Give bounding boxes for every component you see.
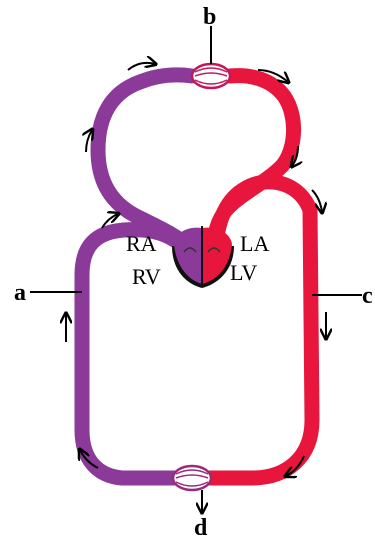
label-left-ventricle: LV bbox=[230, 262, 257, 284]
vena-cava-vessel bbox=[82, 230, 180, 478]
label-right-atrium: RA bbox=[126, 233, 157, 255]
body-capillary-bed bbox=[173, 466, 211, 490]
pulmonary-artery-vessel bbox=[98, 75, 192, 248]
label-left-atrium: LA bbox=[240, 233, 269, 255]
label-d: d bbox=[194, 516, 207, 540]
right-heart-chamber bbox=[174, 228, 202, 284]
heart bbox=[172, 226, 234, 288]
label-c: c bbox=[362, 284, 373, 308]
lung-capillary-bed bbox=[192, 64, 230, 88]
aorta-vessel bbox=[210, 182, 312, 478]
label-b: b bbox=[203, 5, 216, 29]
left-heart-chamber bbox=[202, 228, 232, 284]
label-a: a bbox=[14, 281, 26, 305]
label-right-ventricle: RV bbox=[132, 266, 161, 288]
flow-arrow-icon bbox=[128, 63, 155, 70]
